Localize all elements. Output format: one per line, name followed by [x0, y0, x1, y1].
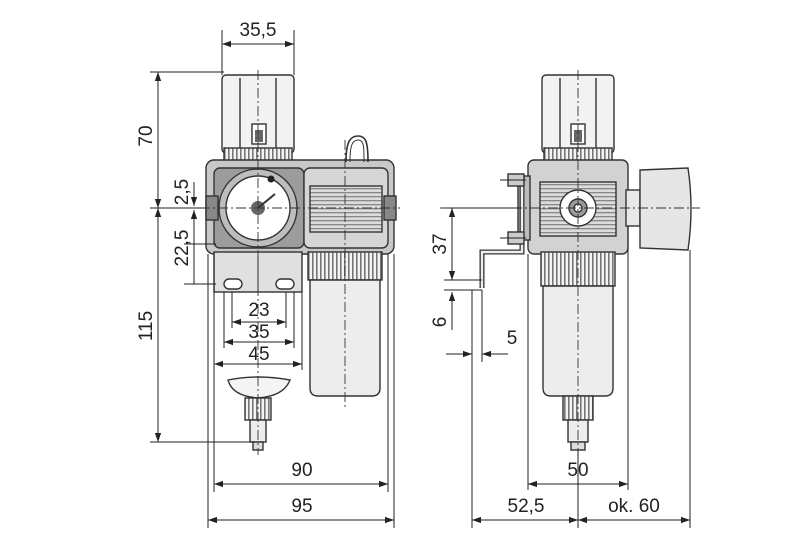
front-view — [200, 70, 400, 455]
side-gauge-knob — [639, 167, 692, 251]
dim-5: 5 — [507, 328, 518, 349]
dim-70: 70 — [136, 125, 157, 146]
dim-2-5: 2,5 — [172, 179, 193, 205]
dim-35: 35 — [248, 322, 269, 343]
dim-35-5: 35,5 — [240, 20, 277, 41]
dim-95: 95 — [291, 496, 312, 517]
regulator-fitting — [227, 376, 291, 451]
dim-23: 23 — [248, 300, 269, 321]
dim-6: 6 — [430, 317, 451, 328]
side-dimensions: 37 6 5 50 52,5 ok. 60 — [430, 207, 691, 528]
side-bracket — [479, 173, 526, 288]
dim-115: 115 — [136, 311, 157, 341]
dim-45: 45 — [248, 344, 269, 365]
dim-ok-60: ok. 60 — [608, 496, 660, 517]
side-view — [440, 70, 700, 455]
dim-52-5: 52,5 — [508, 496, 545, 517]
dim-22-5: 22,5 — [172, 230, 193, 267]
front-dimensions: 35,5 70 2,5 22,5 115 23 35 45 — [136, 20, 395, 528]
dim-90: 90 — [291, 460, 312, 481]
dim-37: 37 — [430, 233, 451, 254]
side-body — [517, 159, 641, 255]
